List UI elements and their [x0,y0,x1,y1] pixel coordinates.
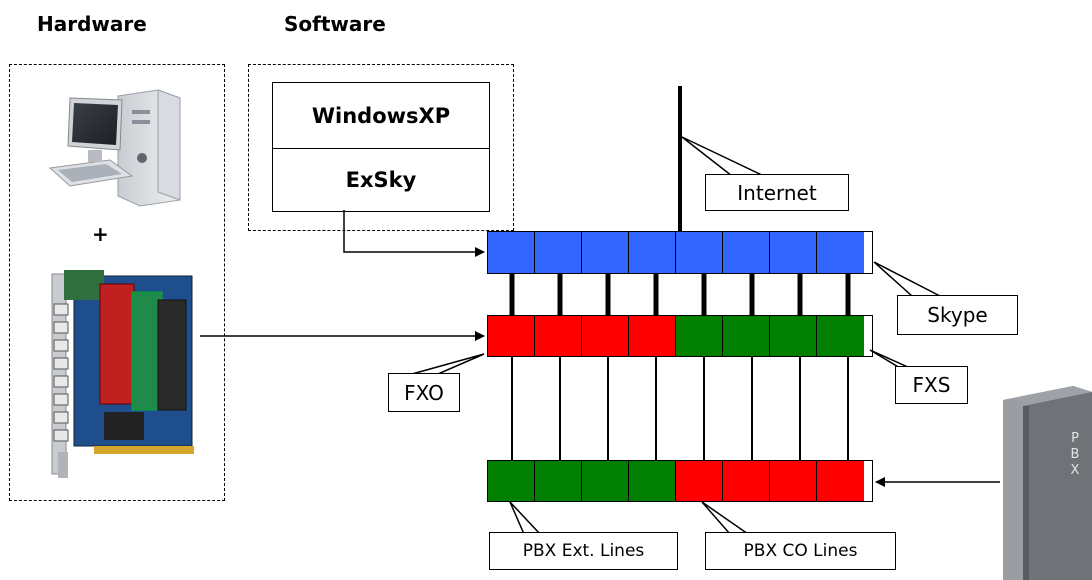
port-cell-pbx-co [723,461,770,501]
software-group [248,64,514,231]
pbx-label: P B X [1071,431,1080,478]
port-cell-fxo [629,316,676,356]
internet-callout: Internet [705,174,849,211]
exsky-box: ExSky [272,148,490,212]
pbx-co-lines-callout: PBX CO Lines [705,532,896,570]
port-cell-fxo [535,316,582,356]
fxs-callout: FXS [895,366,968,404]
port-cell-fxs [817,316,864,356]
pbx-cabinet-icon: P B X [1003,386,1092,580]
pbx-ext-lines-callout: PBX Ext. Lines [489,532,678,570]
port-cell-pbx-co [676,461,723,501]
port-cell-pbx-ext [535,461,582,501]
port-cell-fxo [488,316,535,356]
port-cell-fxs [723,316,770,356]
computer-icon [48,89,181,207]
telephony-card-icon [51,270,194,478]
port-cell-skype [488,232,535,273]
port-cell-fxs [770,316,817,356]
port-cell-skype [629,232,676,273]
hardware-heading: Hardware [37,12,147,36]
port-cell-fxs [676,316,723,356]
port-cell-pbx-ext [582,461,629,501]
software-heading: Software [284,12,386,36]
hardware-group [9,64,225,501]
fxo-callout: FXO [388,373,460,412]
svg-text:P: P [1071,431,1079,446]
skype-callout: Skype [897,295,1018,335]
port-cell-fxo [582,316,629,356]
port-cell-pbx-co [817,461,864,501]
port-cell-skype [817,232,864,273]
port-cell-skype [676,232,723,273]
port-cell-pbx-ext [488,461,535,501]
port-cell-skype [582,232,629,273]
svg-text:B: B [1071,447,1080,462]
svg-text:X: X [1071,463,1080,478]
port-cell-skype [535,232,582,273]
port-row [487,315,873,357]
port-cell-pbx-ext [629,461,676,501]
plus-sign: + [92,222,109,246]
port-cell-skype [723,232,770,273]
pbx-line-row [487,460,873,502]
port-cell-skype [770,232,817,273]
skype-row [487,231,873,274]
port-cell-pbx-co [770,461,817,501]
